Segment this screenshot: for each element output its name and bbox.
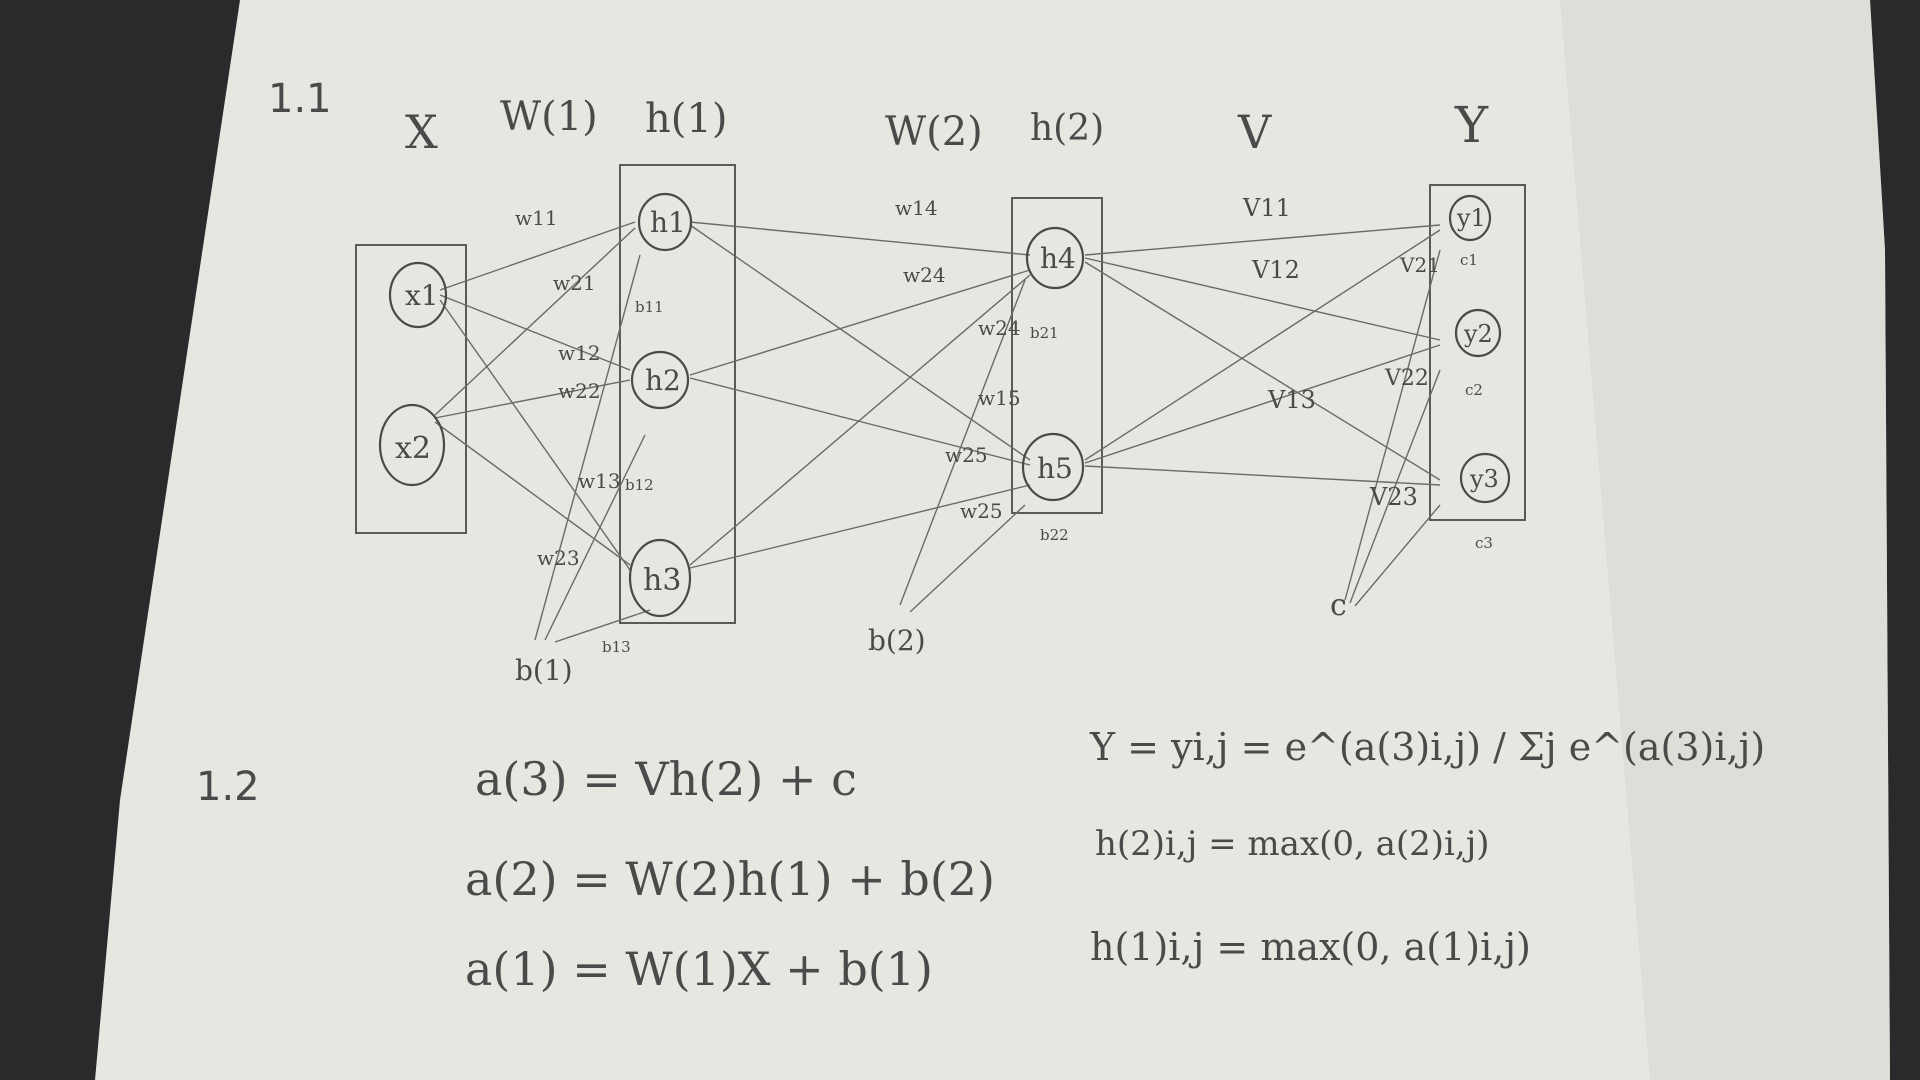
node-h3-label: h3 [643,563,681,598]
node-y1: y1 [1448,194,1492,242]
node-h1-label: h1 [650,206,686,239]
bias-lines [534,249,1441,643]
weight-w25a: w25 [945,443,988,467]
equation-a2: a(2) = W(2)h(1) + b(2) [465,852,995,906]
bias-labels: b11 b12 b13 b21 b22 c1 c2 c3 b(1) b(2) c [515,251,1493,687]
node-y2-label: y2 [1463,320,1493,348]
node-h2-label: h2 [645,364,681,397]
layer-title-y: Y [1454,96,1489,154]
bias-b13: b13 [602,638,631,656]
weight-w21: w21 [553,271,596,295]
section-label-1-1: 1.1 [268,76,332,122]
node-h2: h2 [630,350,690,410]
layer-title-w1: W(1) [500,94,598,140]
layer-title-h2: h(2) [1030,108,1104,149]
equations-right: Y = yi,j = e^(a(3)i,j) / Σj e^(a(3)i,j) … [1089,725,1765,969]
node-x1: x1 [388,261,448,329]
output-layer-box [1429,184,1526,521]
node-y3: y3 [1459,452,1511,504]
connections-hidden1-hidden2 [689,221,1031,569]
layer-title-x: X [405,105,438,159]
node-h5-label: h5 [1037,452,1073,485]
weight-w23: w23 [537,546,580,570]
bias-b11: b11 [635,298,664,316]
bias-b12: b12 [625,476,654,494]
node-h4: h4 [1025,226,1085,290]
node-y2: y2 [1454,308,1502,358]
equation-a1: a(1) = W(1)X + b(1) [465,942,933,996]
hidden-layer-1-box [619,164,736,624]
weight-w25b: w25 [960,499,1003,523]
equation-a3: a(3) = Vh(2) + c [475,752,857,806]
weight-v22: V22 [1384,366,1429,391]
bias-c: c [1330,588,1347,623]
layer-title-h1: h(1) [645,96,727,142]
weight-v23: V23 [1369,483,1418,511]
bias-b2: b(2) [868,624,926,657]
weight-w14: w14 [895,196,938,220]
node-x1-label: x1 [405,279,439,312]
section-label-1-2: 1.2 [196,764,260,810]
weight-w11: w11 [515,206,558,230]
paper-sheet [95,0,1890,1080]
bias-b1: b(1) [515,654,573,687]
weight-w24a: w24 [903,263,946,287]
input-layer-box [355,244,467,534]
hidden-layer-2-box [1011,197,1103,514]
node-h5: h5 [1021,432,1085,502]
weight-v21: V21 [1399,253,1440,277]
weight-v12: V12 [1251,256,1300,284]
equations-left: a(3) = Vh(2) + c a(2) = W(2)h(1) + b(2) … [465,752,995,996]
weight-w13: w13 [578,469,621,493]
node-h1: h1 [637,192,693,252]
node-h4-label: h4 [1040,242,1076,275]
node-x2-label: x2 [395,431,431,466]
bias-c2: c2 [1465,381,1483,399]
bias-c3: c3 [1475,534,1493,552]
layer-title-v: V [1237,105,1272,159]
weight-labels: w11 w21 w12 w22 w13 w23 w14 w24 w24 w15 … [515,194,1440,570]
connections-input-hidden1 [434,221,636,571]
bias-b21: b21 [1030,324,1059,342]
weight-w22: w22 [558,379,601,403]
node-y3-label: y3 [1469,465,1499,493]
equation-h1-relu: h(1)i,j = max(0, a(1)i,j) [1090,925,1531,969]
connections-hidden2-output [1084,224,1441,486]
weight-w15: w15 [978,386,1021,410]
weight-w12: w12 [558,341,601,365]
weight-w24b: w24 [978,316,1021,340]
equation-h2-relu: h(2)i,j = max(0, a(2)i,j) [1095,824,1490,864]
weight-v13: V13 [1267,386,1316,414]
equation-softmax: Y = yi,j = e^(a(3)i,j) / Σj e^(a(3)i,j) [1089,725,1765,769]
bias-b22: b22 [1040,526,1069,544]
bias-c1: c1 [1460,251,1478,269]
node-y1-label: y1 [1456,204,1486,232]
weight-v11: V11 [1242,194,1291,222]
node-h3: h3 [628,538,692,618]
paper-shadow [1560,0,1890,1080]
node-x2: x2 [378,403,446,487]
layer-title-w2: W(2) [885,109,983,155]
